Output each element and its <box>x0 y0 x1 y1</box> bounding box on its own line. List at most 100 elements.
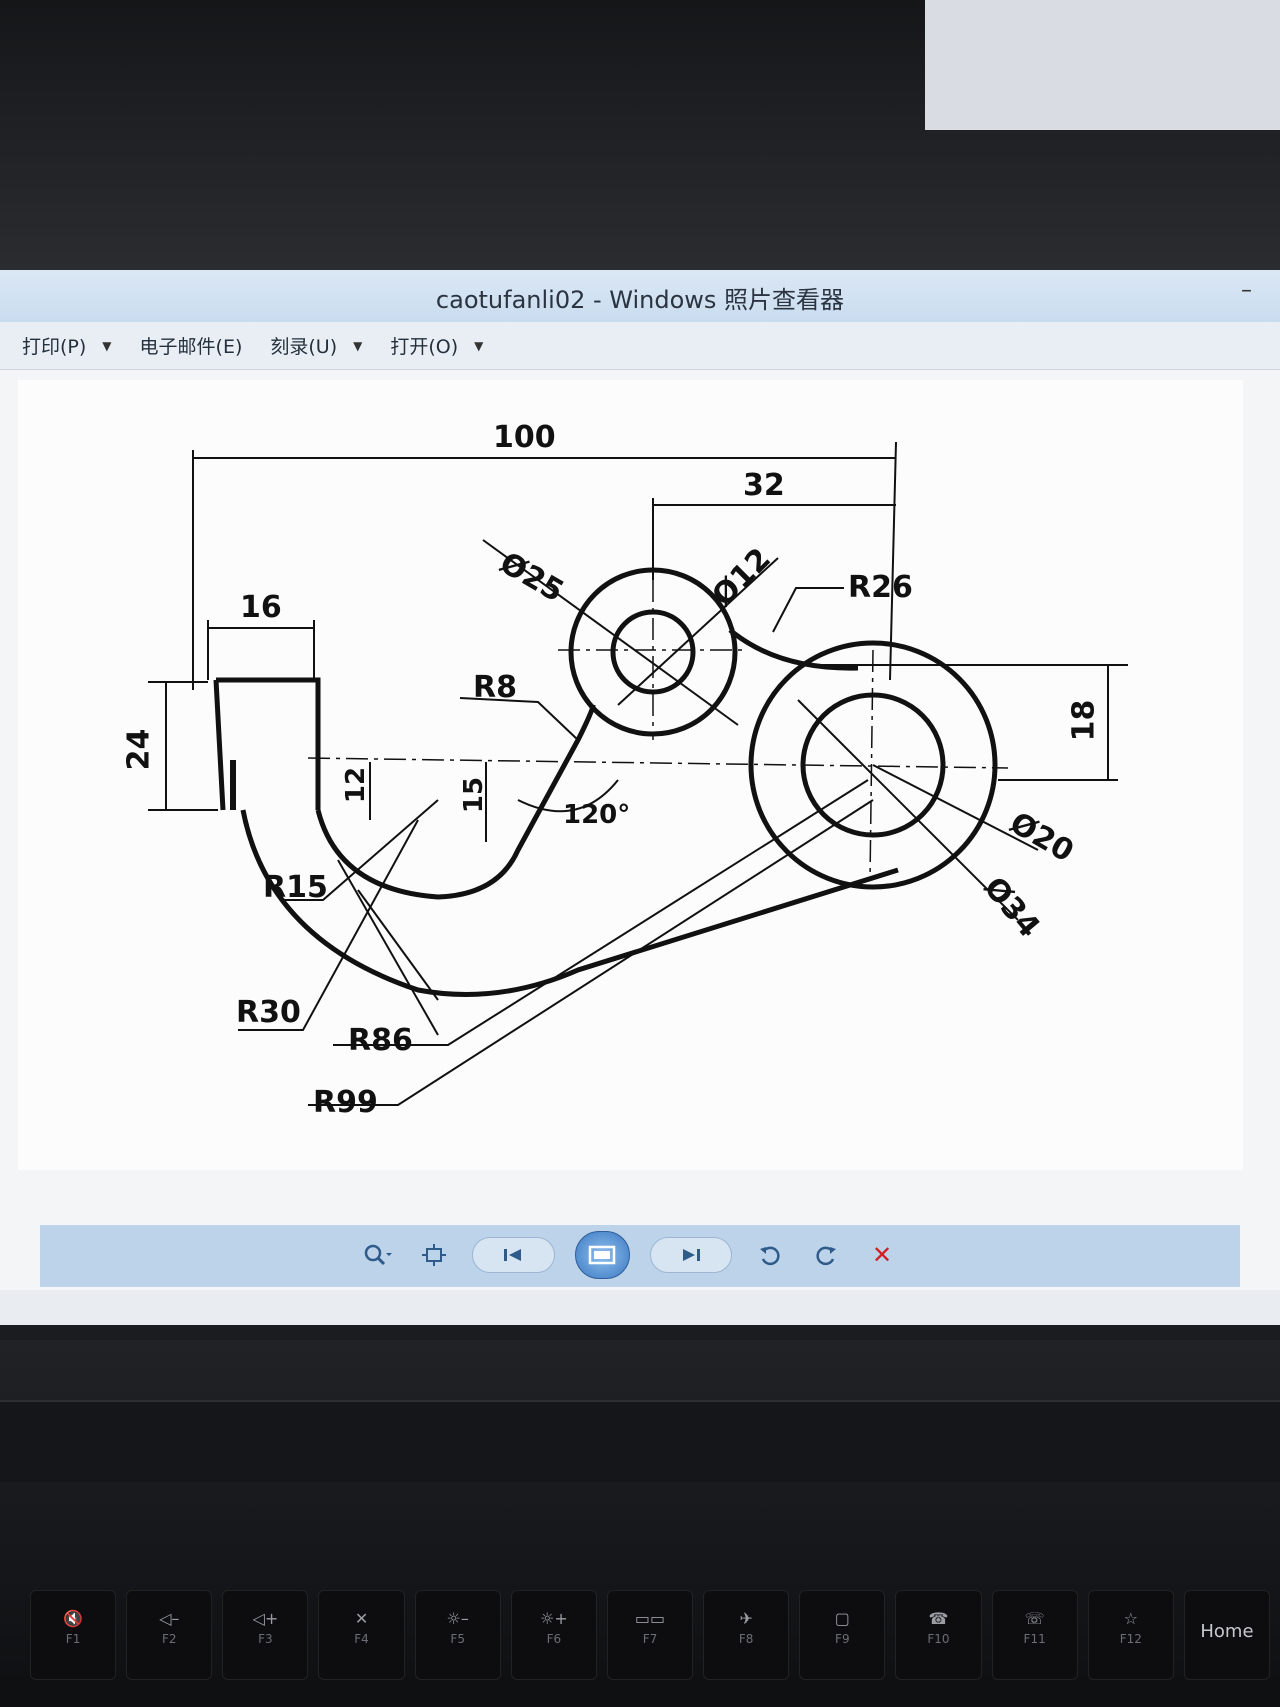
brightness-up-icon: ☼+ <box>539 1609 568 1628</box>
chevron-down-icon[interactable]: ▼ <box>353 338 363 353</box>
leader-phi34 <box>797 699 1019 921</box>
airplane-mode-icon: ✈ <box>739 1609 753 1628</box>
dim-label-r30: R30 <box>236 995 301 1030</box>
key-label: F11 <box>1023 1632 1046 1647</box>
circle-phi20 <box>800 692 946 838</box>
leader-r8 <box>459 697 579 741</box>
dim-label-r15: R15 <box>263 870 328 905</box>
dim-label-16: 16 <box>240 590 282 625</box>
key-home[interactable]: Home <box>1183 1590 1271 1680</box>
key-f12[interactable]: ☆ F12 <box>1087 1590 1174 1680</box>
menu-print-label: 打印(P) <box>22 336 87 358</box>
key-label: F3 <box>258 1632 273 1647</box>
chevron-down-icon[interactable]: ▼ <box>474 338 484 353</box>
dim-label-100: 100 <box>493 420 556 455</box>
ext-line-right <box>889 441 897 681</box>
menu-bar: 打印(P) ▼ 电子邮件(E) 刻录(U) ▼ 打开(O) ▼ <box>0 322 1280 370</box>
function-key-row: 🔇 F1 ◁– F2 ◁+ F3 ✕F4 ☼– F5 ☼+ F6 ▭▭ F7 ✈ F8 ▢ F9… <box>30 1590 1271 1680</box>
leader-phi20 <box>872 764 1039 851</box>
key-f1[interactable]: 🔇 F1 <box>30 1590 117 1680</box>
bottom-toolbar <box>40 1225 1240 1287</box>
photo-viewer-window: caotufanli02 - Windows 照片查看器 – 打印(P) ▼ 电… <box>0 270 1280 1325</box>
key-label: F5 <box>450 1632 465 1647</box>
dim-label-r26: R26 <box>848 570 913 605</box>
key-f8[interactable]: ✈ F8 <box>703 1590 790 1680</box>
rotate-counterclockwise-icon[interactable] <box>752 1237 788 1273</box>
key-f10[interactable]: ☎ F10 <box>895 1590 982 1680</box>
key-label: F10 <box>927 1632 950 1647</box>
window-bottom-edge <box>0 1290 1280 1325</box>
chevron-down-icon[interactable]: ▼ <box>102 338 112 353</box>
key-f9[interactable]: ▢ F9 <box>799 1590 886 1680</box>
dim-label-12: 12 <box>341 766 372 804</box>
construction-line-a <box>337 859 439 1036</box>
key-label: F2 <box>161 1632 177 1647</box>
menu-open[interactable]: 打开(O) ▼ <box>390 332 483 359</box>
arc-r26 <box>728 628 859 671</box>
circle-phi12 <box>610 609 696 695</box>
hook-outer-curve <box>240 809 899 997</box>
dim-label-24: 24 <box>121 728 157 771</box>
delete-icon[interactable]: ✕ <box>871 1241 893 1269</box>
leader-r15 <box>280 799 439 901</box>
leader-phi25 <box>482 539 739 726</box>
hook-left-edge <box>213 679 226 811</box>
key-label: F8 <box>738 1632 754 1647</box>
key-label: F1 <box>65 1632 81 1647</box>
key-label: F6 <box>546 1632 562 1647</box>
dim-label-120: 120° <box>563 800 631 830</box>
leader-phi12 <box>617 557 779 706</box>
centerline-horizontal <box>307 757 1009 769</box>
call-answer-icon: ☎ <box>928 1609 949 1628</box>
dim-label-r99: R99 <box>313 1085 378 1120</box>
technical-drawing <box>148 441 1128 1106</box>
key-f5[interactable]: ☼– F5 <box>414 1590 501 1680</box>
key-label: F7 <box>642 1632 658 1647</box>
volume-down-icon: ◁– <box>159 1609 180 1628</box>
magnifier-zoom-icon[interactable] <box>360 1237 396 1273</box>
key-f11[interactable]: ☏ F11 <box>991 1590 1078 1680</box>
circle-phi25 <box>568 567 738 737</box>
key-label: F9 <box>835 1632 850 1647</box>
navigation-controls: ✕ <box>360 1230 900 1280</box>
notification-icon: ▢ <box>834 1609 850 1628</box>
leader-r26 <box>772 587 844 633</box>
circle-phi34 <box>748 640 998 890</box>
image-canvas[interactable]: 100 32 16 24 12 15 18 Ø25 Ø12 R26 R8 Ø20… <box>18 380 1243 1170</box>
minimize-button[interactable]: – <box>1241 278 1252 303</box>
rotate-clockwise-icon[interactable] <box>808 1237 844 1273</box>
volume-up-icon: ◁+ <box>252 1609 279 1628</box>
key-f7[interactable]: ▭▭ F7 <box>606 1590 694 1680</box>
slideshow-icon[interactable] <box>574 1231 630 1279</box>
angle-arc-120 <box>517 779 619 813</box>
brightness-down-icon: ☼– <box>446 1609 469 1628</box>
leader-r99 <box>308 799 874 1106</box>
key-f3[interactable]: ◁+ F3 <box>222 1590 309 1680</box>
key-f4[interactable]: ✕F4 <box>318 1590 405 1680</box>
call-end-icon: ☏ <box>1024 1609 1045 1628</box>
menu-email-label: 电子邮件(E) <box>139 336 243 358</box>
dim-label-r86: R86 <box>348 1023 413 1058</box>
menu-burn[interactable]: 刻录(U) ▼ <box>270 332 362 359</box>
next-icon[interactable] <box>649 1237 733 1273</box>
construction-line-b <box>357 889 439 1001</box>
menu-email[interactable]: 电子邮件(E) <box>140 332 243 359</box>
actual-size-icon[interactable] <box>416 1237 452 1273</box>
previous-icon[interactable] <box>472 1237 555 1273</box>
window-title: caotufanli02 - Windows 照片查看器 <box>435 286 845 314</box>
mute-icon: 🔇 <box>63 1609 84 1628</box>
menu-open-label: 打开(O) <box>390 336 459 358</box>
menu-print[interactable]: 打印(P) ▼ <box>22 332 112 359</box>
key-f6[interactable]: ☼+ F6 <box>510 1590 597 1680</box>
key-label: F12 <box>1119 1632 1142 1647</box>
key-f2[interactable]: ◁– F2 <box>126 1590 213 1680</box>
key-home-label: Home <box>1200 1621 1254 1642</box>
dim-label-15: 15 <box>459 776 490 814</box>
display-switch-icon: ▭▭ <box>634 1609 666 1628</box>
title-bar[interactable]: caotufanli02 - Windows 照片查看器 – <box>0 270 1280 322</box>
laptop-hinge <box>0 1400 1280 1482</box>
key-label: F4 <box>354 1632 369 1647</box>
star-icon: ☆ <box>1123 1609 1138 1628</box>
dim-label-18: 18 <box>1066 699 1102 742</box>
leader-r30 <box>238 819 419 1031</box>
